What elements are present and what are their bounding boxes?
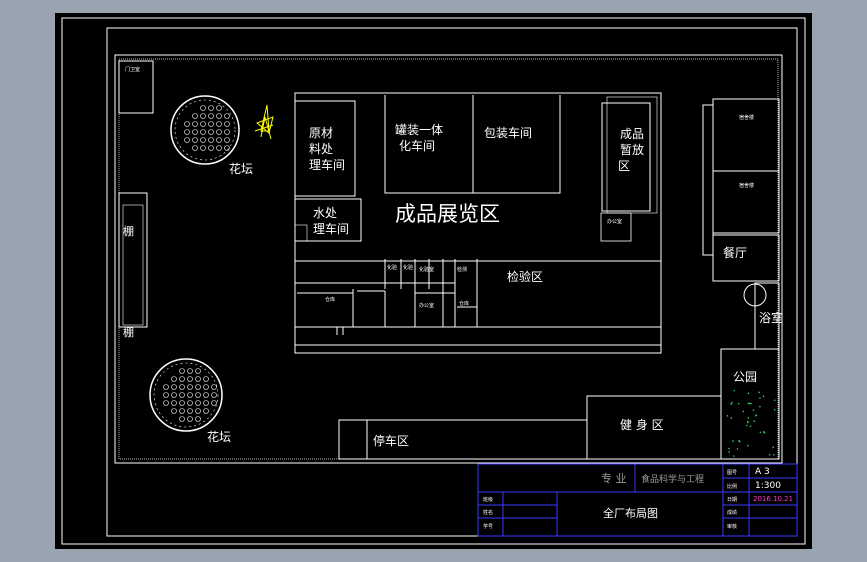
dorm-2-label: 宿舍楼 [739,182,754,189]
shed [118,192,148,328]
site-boundary-outer [114,54,783,464]
right-row-1: 成绩 [727,509,737,516]
flower-bed-top [170,95,240,165]
left-row-2: 姓名 [483,509,493,516]
lab-room-2: 化验 [403,264,413,271]
water-treatment-room [294,198,362,242]
cad-drawing-canvas: 门卫室 花坛 花坛 棚 棚 原材 料处 理车间 罐装一体 化车间 包装车间 [55,13,812,549]
outer-frame [61,17,806,545]
exhibition-label: 成品展览区 [395,202,500,226]
raw-material-label-1: 原材 [309,126,333,140]
scale-label: 比例 [727,483,737,490]
guard-house [118,60,154,114]
guard-house-label: 门卫室 [125,66,140,73]
lab-room-7: 仓库 [459,300,469,307]
office-room [600,212,632,242]
raw-material-room [294,100,356,197]
flower-bed-bottom [149,358,223,432]
sheet-value: A 3 [755,467,770,477]
raw-material-label-3: 理车间 [309,157,345,172]
parking-label: 停车区 [373,433,409,448]
left-row-1: 班级 [483,496,493,503]
major-value: 食品科学与工程 [641,473,704,485]
left-row-3: 学号 [483,523,493,530]
finished-storage-label-2: 暂放 [620,142,644,157]
lab-room-4: 化验室 [419,266,434,273]
right-row-2: 审核 [727,523,737,530]
office-label: 办公室 [607,218,622,225]
date-label: 日期 [727,497,737,503]
site-plan: 门卫室 花坛 花坛 棚 棚 原材 料处 理车间 罐装一体 化车间 包装车间 [61,17,806,545]
lab-room-3: 仓库 [325,296,335,303]
park-vegetation [726,389,776,457]
water-treatment-label-1: 水处 [313,206,337,220]
finished-storage-label-3: 区 [618,159,630,173]
finished-storage-room [601,102,651,212]
inner-frame [106,27,798,537]
lab-block [294,259,662,335]
park-label: 公园 [733,370,757,384]
drawing-title: 全厂布局图 [603,506,658,520]
bathroom-label: 浴室 [759,310,783,325]
lab-room-1: 化验 [387,264,397,271]
shed-label-2: 棚 [123,325,134,339]
date-value: 2016.10.21 [753,495,793,503]
dormitory [702,98,780,256]
site-boundary-inner [118,58,779,460]
dorm-1-label: 宿舍楼 [739,114,754,121]
canning-label-1: 罐装一体 [395,123,443,137]
canning-label-2: 化车间 [399,138,435,153]
lab-room-6: 办公室 [419,302,434,309]
major-label: 专 业 [601,471,627,485]
canteen-label: 餐厅 [723,245,747,260]
fitness-label: 健 身 区 [620,417,664,432]
packaging-room [472,95,561,194]
finished-storage-label-1: 成品 [620,127,644,141]
water-treatment-label-2: 理车间 [313,221,349,236]
packaging-label: 包装车间 [484,125,532,140]
flower-bed-top-label: 花坛 [229,161,253,176]
canteen [712,234,780,282]
scale-value: 1:300 [755,481,781,491]
tree-icon [254,104,274,140]
lab-room-5: 检测 [457,266,467,273]
shed-label-1: 棚 [123,224,134,238]
flower-bed-bottom-label: 花坛 [207,429,231,444]
raw-material-label-2: 料处 [309,142,333,156]
inspection-label: 检验区 [507,269,543,284]
sheet-label: 图号 [727,470,737,476]
title-block [477,463,798,537]
